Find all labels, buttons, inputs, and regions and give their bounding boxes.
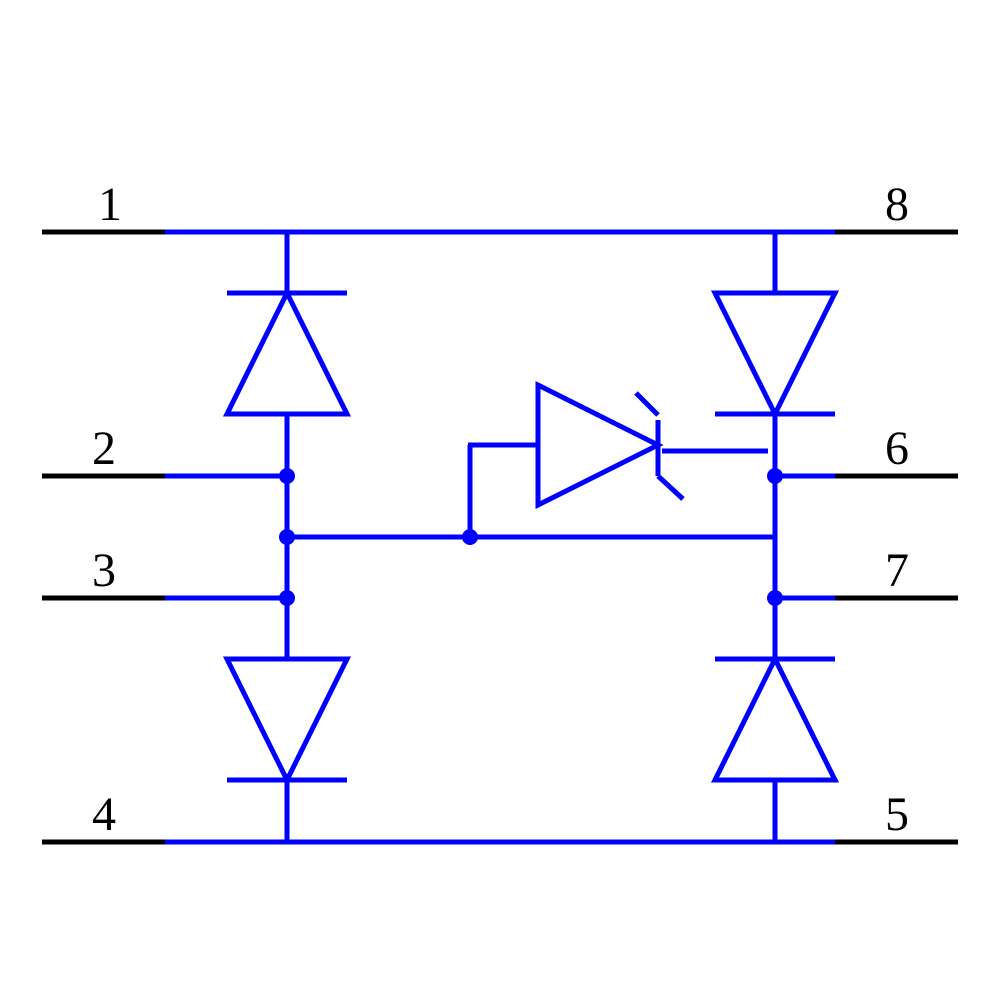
pin-label-1: 1 xyxy=(98,178,122,231)
junction-dot-left-pin3 xyxy=(279,590,295,606)
internal-wires xyxy=(165,229,835,845)
pin-label-4: 4 xyxy=(92,788,116,841)
junction-dots xyxy=(279,468,783,606)
junction-dot-transistor-base xyxy=(462,529,478,545)
diode-left-bottom-triangle xyxy=(222,656,352,786)
diode-left-top xyxy=(222,287,352,417)
transistor-collector-lead xyxy=(634,391,660,417)
transistor-emitter-lead xyxy=(656,474,685,501)
diode-right-bottom xyxy=(710,653,840,783)
pin-labels: 1 2 3 4 8 6 7 5 xyxy=(92,178,909,841)
diode-left-top-triangle xyxy=(222,287,352,417)
diode-right-top xyxy=(710,290,840,420)
junction-dot-left-bus xyxy=(279,529,295,545)
pin-leads xyxy=(42,229,958,845)
junction-dot-right-pin6 xyxy=(767,468,783,484)
diode-right-bottom-triangle xyxy=(710,653,840,783)
pin-label-2: 2 xyxy=(92,422,116,475)
diode-right-top-triangle xyxy=(710,290,840,420)
junction-dot-left-pin2 xyxy=(279,468,295,484)
diode-left-bottom xyxy=(222,656,352,786)
pin-label-6: 6 xyxy=(885,422,909,475)
transistor-triangle xyxy=(535,380,664,510)
pin-label-3: 3 xyxy=(92,544,116,597)
pin-label-7: 7 xyxy=(885,544,909,597)
junction-dot-right-pin7 xyxy=(767,590,783,606)
pin-label-5: 5 xyxy=(885,788,909,841)
transistor-icon xyxy=(535,380,685,510)
pin-label-8: 8 xyxy=(885,178,909,231)
